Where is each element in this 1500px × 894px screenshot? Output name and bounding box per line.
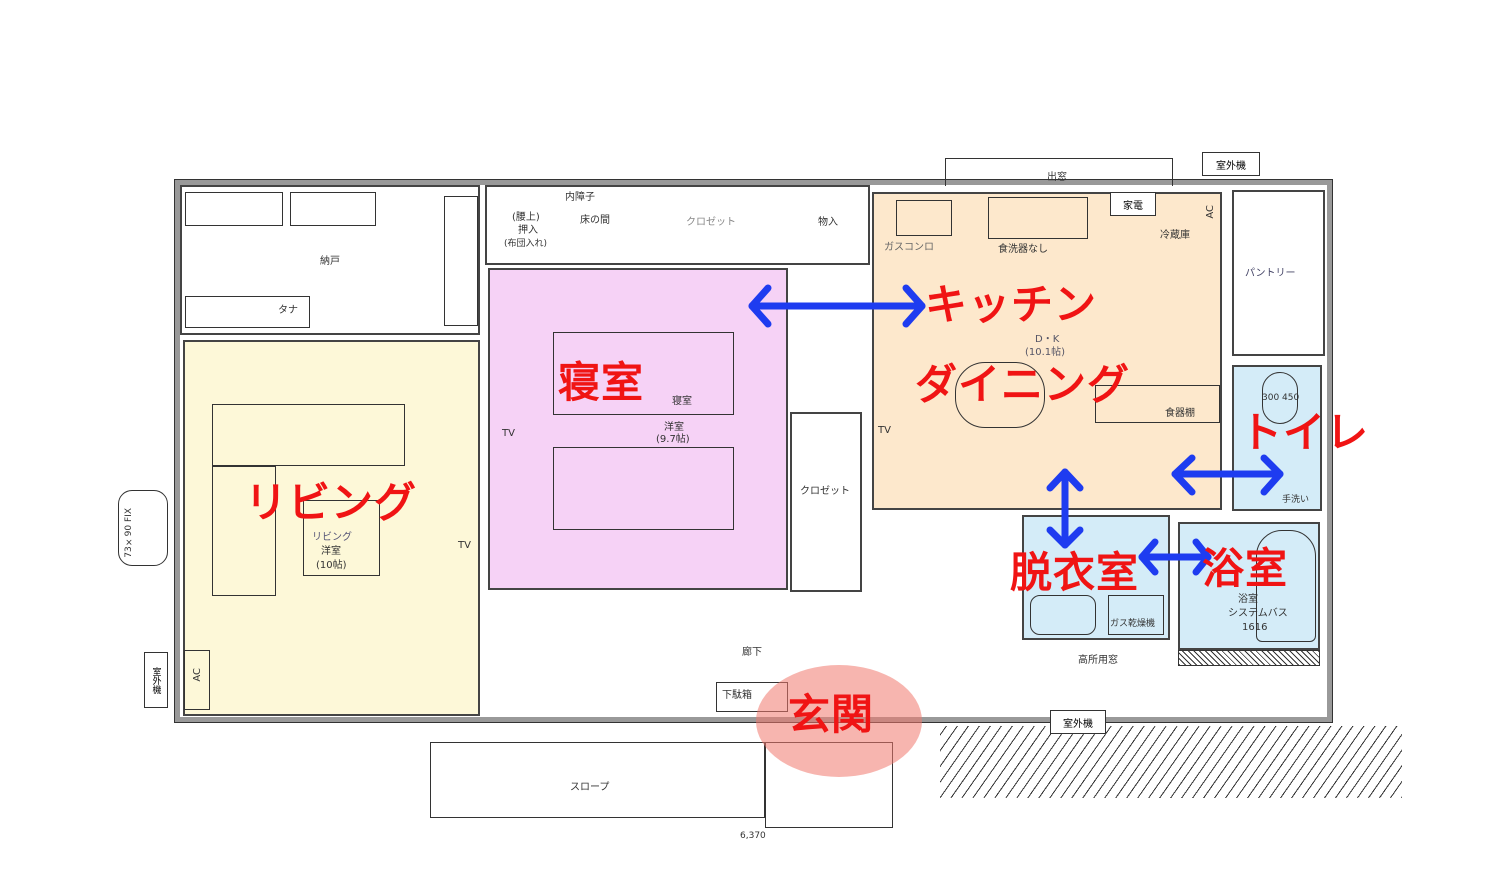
storage-label: 納戸 [320, 256, 340, 267]
dining-table [955, 362, 1045, 428]
terrace-hatch [940, 726, 1402, 798]
label-dining: ダイニング [915, 360, 1131, 409]
living-size-label: (10帖) [316, 560, 347, 571]
western-room-label: 洋室 [664, 422, 684, 433]
ac-unit-living [184, 650, 210, 710]
label-entrance: 玄関 [788, 690, 875, 739]
bed-1 [553, 332, 734, 415]
gas-stove-label: ガスコンロ [884, 242, 934, 253]
fridge-label: 冷蔵庫 [1160, 230, 1190, 241]
label-dressing: 脱衣室 [1010, 548, 1140, 597]
dressing-room [1022, 515, 1170, 640]
sofa-outer [212, 404, 405, 466]
appliances-label: 家電 [1110, 192, 1156, 216]
bay-window [945, 158, 1173, 186]
closet-side-label: クロゼット [800, 486, 850, 497]
toilet-bowl [1262, 372, 1298, 424]
bath-hatch [1178, 650, 1320, 666]
living-small-label: リビング [312, 532, 352, 543]
no-dishwasher-label: 食洗器なし [998, 244, 1048, 255]
sofa-side [212, 466, 276, 596]
outdoor-unit-left: 室外機 [144, 652, 168, 708]
closet-top-label: クロゼット [686, 217, 736, 228]
high-window-label: 高所用窓 [1078, 655, 1118, 666]
storage-cabinet [444, 196, 478, 326]
label-kitchen: キッチン [925, 280, 1098, 329]
building-outline [174, 179, 1333, 723]
slope-label: スロープ [570, 782, 610, 793]
bedroom-size-label: (9.7帖) [656, 434, 690, 445]
washbasin [1030, 595, 1096, 635]
monoire-label: 物入 [818, 217, 838, 228]
system-bath-label: システムバス [1228, 608, 1288, 619]
label-bath: 浴室 [1202, 544, 1289, 593]
bathtub [1256, 530, 1316, 642]
dimension-label: 6,370 [740, 831, 766, 841]
tv-label-kitchen: TV [878, 425, 891, 436]
gas-dryer-label: ガス乾燥機 [1110, 619, 1156, 629]
arrow-kitchen-toilet [1171, 454, 1284, 496]
label-living: リビング [245, 478, 418, 527]
label-bedroom: 寝室 [558, 358, 645, 407]
closet-side-room [790, 412, 862, 592]
inner-shoji-label: 内障子 [565, 192, 595, 203]
pantry [1232, 190, 1325, 356]
arrow-bedroom-kitchen [748, 284, 926, 328]
cupboard-label: 食器棚 [1165, 408, 1195, 419]
dk-label: D・K [1035, 334, 1060, 345]
sink [988, 197, 1088, 239]
tv-label-bedroom: TV [502, 428, 515, 439]
toilet-dims-label: 300 450 [1262, 393, 1300, 403]
bedroom-small-label: 寝室 [672, 396, 692, 407]
shelf-box-1 [185, 192, 283, 226]
bath-small-label: 浴室 [1238, 594, 1258, 605]
tokonoma-label: 床の間 [580, 215, 610, 226]
closet-upper-label: (腰上) [512, 212, 540, 223]
arrow-kitchen-dressing [1046, 468, 1084, 549]
dk-size-label: (10.1帖) [1025, 347, 1066, 358]
slope-outline [430, 742, 765, 818]
shelf-tana [185, 296, 310, 328]
cupboard [1095, 385, 1220, 423]
hand-wash-label: 手洗い [1282, 495, 1310, 505]
futon-label: (布団入れ) [504, 239, 548, 249]
outdoor-unit-bottom: 室外機 [1050, 710, 1106, 734]
corridor-label: 廊下 [742, 647, 762, 658]
bath-size-label: 1616 [1242, 622, 1268, 633]
shelf-box-2 [290, 192, 376, 226]
entrance-highlight [756, 665, 922, 777]
label-toilet: トイレ [1240, 408, 1370, 457]
upper-closets [485, 185, 870, 265]
living-room [183, 340, 480, 716]
living-western-label: 洋室 [321, 546, 341, 557]
bedroom [488, 268, 788, 590]
oshiire-label: 押入 [518, 225, 538, 236]
rug [303, 500, 380, 576]
shelf-label: タナ [278, 305, 298, 316]
storage-room [180, 185, 480, 335]
tv-label-living: TV [458, 540, 471, 551]
outdoor-unit-top: 室外機 [1202, 152, 1260, 176]
gas-dryer [1108, 595, 1164, 635]
gas-stove [896, 200, 952, 236]
fix-window [118, 490, 168, 566]
arrow-dressing-bath [1138, 538, 1212, 576]
kitchen-dining [872, 192, 1222, 510]
bed-2 [553, 447, 734, 530]
bay-window-label: 出窓 [1047, 172, 1067, 183]
shoe-box-label: 下駄箱 [722, 690, 752, 701]
pantry-label: パントリー [1245, 268, 1296, 279]
